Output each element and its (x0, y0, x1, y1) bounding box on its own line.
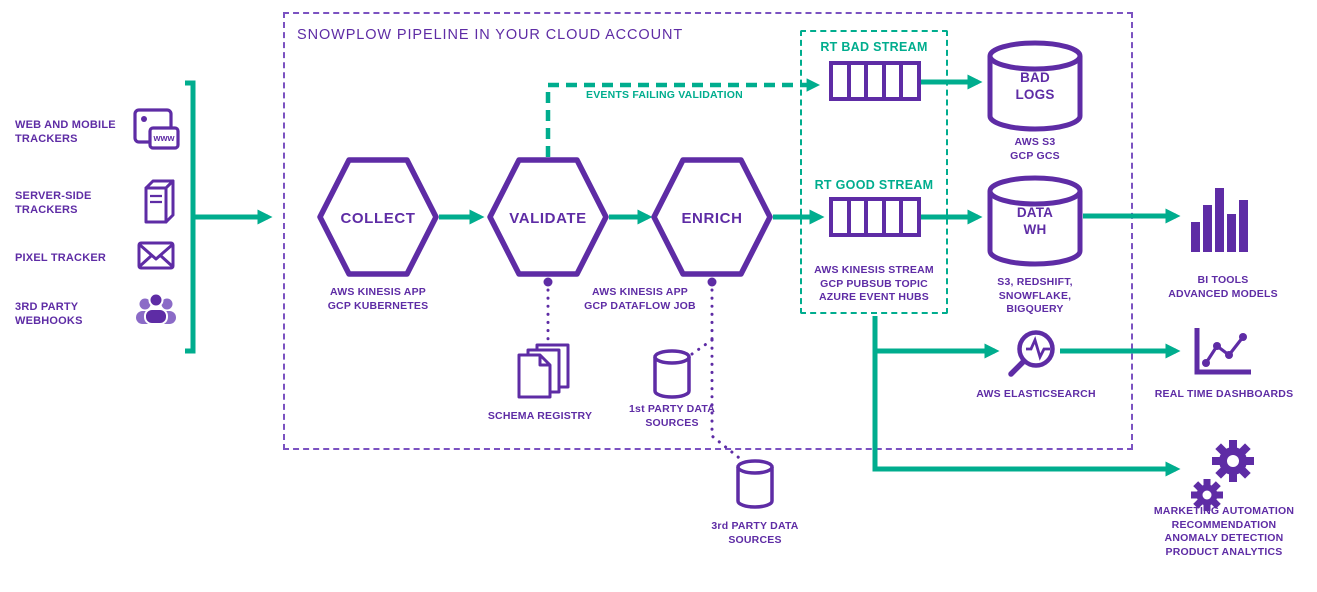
bad-stream-queue-icon (829, 61, 921, 101)
events-failing-label: EVENTS FAILING VALIDATION (586, 89, 743, 101)
bad-logs-label: BAD LOGS (1015, 70, 1055, 102)
browser-www-icon: www (133, 108, 180, 150)
validate-dot (543, 277, 553, 287)
envelope-icon (137, 241, 175, 270)
collect-hexagon (317, 157, 439, 277)
activation-label: MARKETING AUTOMATION RECOMMENDATION ANOM… (1153, 505, 1295, 558)
stage-label-collect: COLLECT (340, 210, 416, 227)
pipeline-title: SNOWPLOW PIPELINE IN YOUR CLOUD ACCOUNT (297, 27, 684, 43)
flow-arrows (185, 74, 1181, 477)
third-party-label: 3rd PARTY DATA SOURCES (711, 520, 799, 546)
data-wh-label: DATA WH (1016, 205, 1054, 237)
data-warehouse-cylinder-icon (987, 175, 1083, 267)
source-bracket (185, 80, 196, 354)
validate-hexagon (487, 157, 609, 277)
data-wh-sublabel: S3, REDSHIFT, SNOWFLAKE, BIGQUERY (997, 276, 1073, 316)
line-chart-icon (1194, 328, 1251, 375)
source-label-pixel: PIXEL TRACKER (15, 252, 107, 264)
stage-hexagons (317, 157, 773, 277)
bar-chart-icon (1191, 188, 1248, 252)
source-label-web-mobile: WEB AND MOBILE TRACKERS (15, 119, 116, 146)
first-party-label: 1st PARTY DATA SOURCES (628, 403, 716, 429)
good-stream-queue-icon (829, 197, 921, 237)
dotted-links (546, 288, 745, 463)
first-party-db-icon (653, 349, 691, 399)
bad-logs-cylinder-icon (987, 40, 1083, 132)
elasticsearch-icon (1008, 330, 1055, 377)
people-icon (136, 292, 176, 325)
streams-boundary-box (800, 30, 948, 314)
bad-stream-label: RT BAD STREAM (820, 40, 928, 54)
bi-tools-label: BI TOOLS ADVANCED MODELS (1168, 274, 1278, 300)
pipeline-boundary-box (283, 12, 1133, 450)
gears-icon (1191, 440, 1254, 511)
enrich-dot (707, 277, 717, 287)
connector-dots (543, 277, 717, 287)
stream-tech-label: AWS KINESIS STREAM GCP PUBSUB TOPIC AZUR… (814, 264, 934, 304)
elasticsearch-label: AWS ELASTICSEARCH (976, 388, 1096, 400)
server-icon (144, 179, 175, 224)
stage-label-validate: VALIDATE (509, 210, 587, 227)
enrich-hexagon (651, 157, 773, 277)
good-stream-label: RT GOOD STREAM (814, 178, 934, 192)
branch-to-activation (872, 316, 1181, 477)
source-label-webhooks: 3RD PARTY WEBHOOKS (15, 301, 83, 328)
dashboards-label: REAL TIME DASHBOARDS (1154, 388, 1294, 400)
validate-sublabel: AWS KINESIS APP GCP DATAFLOW JOB (584, 286, 696, 312)
schema-registry-icon (517, 343, 570, 399)
bad-logs-sublabel: AWS S3 GCP GCS (1010, 136, 1060, 162)
schema-registry-label: SCHEMA REGISTRY (487, 410, 593, 422)
dashed-arrow-failed-events (545, 78, 821, 157)
www-label: www (152, 133, 175, 143)
source-label-server-side: SERVER-SIDE TRACKERS (15, 190, 92, 217)
stage-label-enrich: ENRICH (681, 210, 743, 227)
dotted-enrich-to-third-party (710, 338, 745, 463)
third-party-db-icon (736, 459, 774, 509)
collect-sublabel: AWS KINESIS APP GCP KUBERNETES (327, 286, 429, 312)
dotted-enrich-to-first-party (690, 338, 714, 356)
